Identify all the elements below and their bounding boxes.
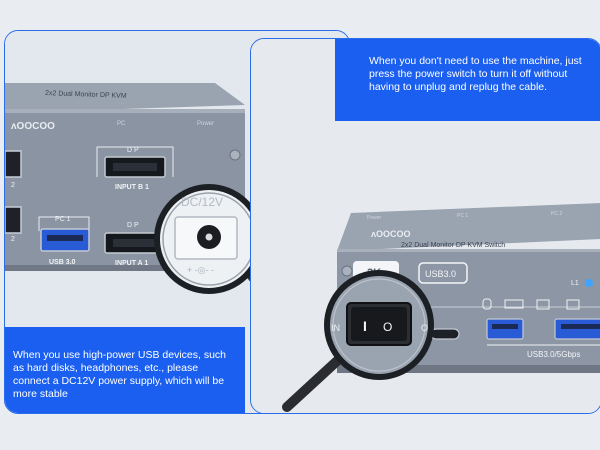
right-device-illustration: ᴧOOCOO 2x2 Dual Monitor DP KVM Switch Po… [251,39,600,413]
label-input-a1: INPUT A 1 [115,260,148,267]
usb-footer-label: USB3.0/5Gbps [527,350,580,359]
right-model-strip: 2x2 Dual Monitor DP KVM Switch [401,242,505,249]
right-feature-panel: ᴧOOCOO 2x2 Dual Monitor DP KVM Switch Po… [250,38,600,414]
right-top-label-2: PC 1 [457,213,468,219]
magnifier-polarity: + -◎- - [187,265,214,275]
right-magnifier-handle [282,356,342,412]
magnifier-label-dc12v: DC/12V [181,195,223,209]
label-dp-top: D P [127,147,139,154]
right-top-label-1: Power [367,215,382,221]
label-input-b1: INPUT B 1 [115,184,149,191]
usb-c-port [430,328,460,340]
label-dp-bottom: D P [127,222,139,229]
keyboard-icon [504,299,524,309]
switch-in-label: IN [331,323,340,333]
screw-icon [229,149,241,161]
badge-usb30 [418,262,468,284]
mouse-icon [482,298,492,310]
printer-icon [536,299,550,310]
switch-on-mark: I [363,318,367,334]
switch-side-label: O [421,323,428,333]
label-usb30: USB 3.0 [49,259,76,266]
switch-off-mark: O [383,320,392,334]
left-caption: When you use high-power USB devices, suc… [5,327,245,413]
led-label: L1 [571,280,579,287]
led-indicator-icon [585,279,593,287]
edge-dp-port-top [5,150,22,178]
left-model-strip: 2x2 Dual Monitor DP KVM [45,90,127,100]
left-brand-logo: ᴧOOCOO [11,121,55,132]
label-pc1: PC 1 [55,216,71,223]
badge-usb30-text: USB3.0 [425,269,456,279]
right-screw-icon [341,265,353,277]
left-label-power: Power [197,121,214,127]
left-label-pc: PC [117,121,126,127]
drive-icon [566,299,580,310]
right-top-label-3: PC 2 [551,211,562,217]
edge-label-2: 2 [11,236,15,243]
edge-label-1: 2 [11,182,15,189]
right-brand-logo: ᴧOOCOO [371,229,411,239]
edge-dp-port-bottom [5,206,22,234]
right-caption: When you don't need to use the machine, … [335,39,600,121]
